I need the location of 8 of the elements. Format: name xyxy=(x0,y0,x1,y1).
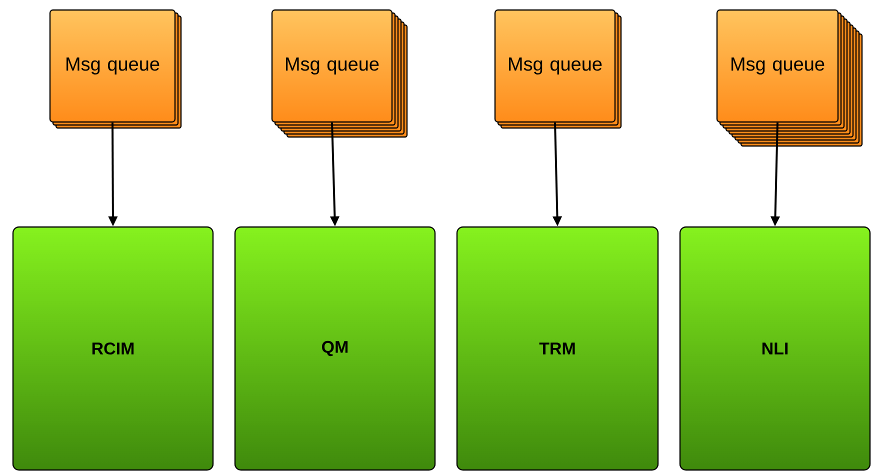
queue-stack: Msg queue xyxy=(494,9,622,129)
queue-stack: Msg queue xyxy=(49,9,182,129)
queue-stack: Msg queue xyxy=(716,9,863,147)
module-box: RCIM xyxy=(12,226,214,471)
module-box: NLI xyxy=(679,226,871,471)
module-box: TRM xyxy=(456,226,659,471)
module-box: QM xyxy=(234,226,436,471)
queue-stack: Msg queue xyxy=(271,9,408,138)
